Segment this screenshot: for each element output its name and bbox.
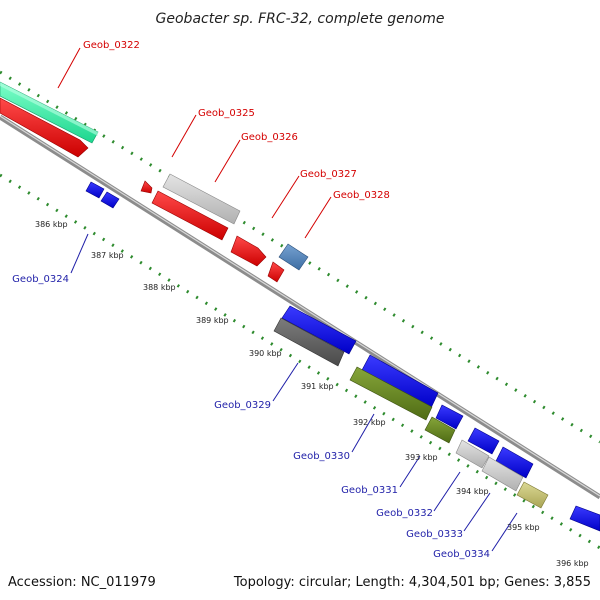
gene-label-geob-0324[interactable]: Geob_0324 (12, 274, 69, 285)
kbp-tick-390: 390 kbp (249, 349, 282, 358)
gene-geob-0331[interactable] (435, 404, 464, 430)
gene-geob-0329[interactable] (281, 305, 357, 355)
gene-label-geob-0332[interactable]: Geob_0332 (376, 508, 433, 519)
kbp-tick-394: 394 kbp (456, 487, 489, 496)
kbp-tick-391: 391 kbp (301, 382, 334, 391)
gene-geob-0335[interactable] (569, 505, 600, 532)
gene-geob-0330-gray[interactable] (273, 317, 345, 367)
gene-geob-0327[interactable] (230, 235, 267, 267)
kbp-tick-388: 388 kbp (143, 283, 176, 292)
forward-label-group (57, 47, 332, 239)
kbp-tick-387: 387 kbp (91, 251, 124, 260)
gene-label-geob-0331[interactable]: Geob_0331 (341, 485, 398, 496)
kbp-tick-392: 392 kbp (353, 418, 386, 427)
gene-geob-0330-olive[interactable] (349, 366, 456, 444)
forward-genes (0, 81, 309, 283)
gene-label-geob-0329[interactable]: Geob_0329 (214, 400, 271, 411)
reverse-genes (85, 181, 600, 532)
kbp-tick-389: 389 kbp (196, 316, 229, 325)
gene-label-geob-0325[interactable]: Geob_0325 (198, 108, 255, 119)
gene-label-geob-0334[interactable]: Geob_0334 (433, 549, 490, 560)
inner-dotted-track (0, 173, 600, 550)
gene-geob-0333[interactable] (455, 439, 524, 492)
kbp-tick-386: 386 kbp (35, 220, 68, 229)
gene-label-geob-0326[interactable]: Geob_0326 (241, 132, 298, 143)
accession-text: Accession: NC_011979 (8, 575, 156, 590)
gene-geob-0334[interactable] (516, 481, 549, 509)
gene-geob-0326[interactable] (162, 173, 241, 225)
gene-geob-0325-body[interactable] (151, 190, 229, 241)
kbp-tick-395: 395 kbp (507, 523, 540, 532)
gene-geob-0332[interactable] (467, 427, 534, 479)
kbp-tick-393: 393 kbp (405, 453, 438, 462)
topology-text: Topology: circular; Length: 4,304,501 bp… (233, 575, 591, 590)
chromosome-backbone (0, 114, 600, 500)
map-title: Geobacter sp. FRC-32, complete genome (156, 11, 445, 27)
gene-label-geob-0330[interactable]: Geob_0330 (293, 451, 350, 462)
gene-geob-0325[interactable] (140, 180, 153, 194)
kbp-tick-396: 396 kbp (556, 559, 589, 568)
gene-geob-0322[interactable] (0, 81, 99, 144)
gene-label-geob-0322[interactable]: Geob_0322 (83, 40, 140, 51)
gene-label-geob-0327[interactable]: Geob_0327 (300, 169, 357, 180)
gene-geob-0328[interactable] (278, 243, 309, 271)
gene-geob-0324[interactable] (85, 181, 120, 209)
gene-geob-0327b[interactable] (267, 261, 285, 283)
gene-label-geob-0328[interactable]: Geob_0328 (333, 190, 390, 201)
gene-geob-0321[interactable] (0, 97, 89, 158)
gene-label-geob-0333[interactable]: Geob_0333 (406, 529, 463, 540)
reverse-label-group (70, 233, 518, 552)
